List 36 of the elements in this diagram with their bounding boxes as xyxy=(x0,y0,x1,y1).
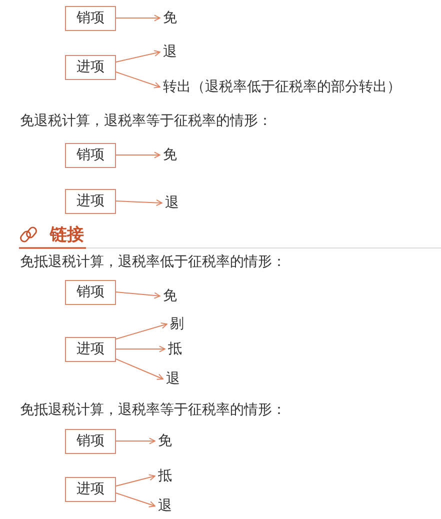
process-box: 进项 xyxy=(65,54,116,80)
arrow xyxy=(116,72,160,88)
arrow xyxy=(116,492,156,508)
process-box: 销项 xyxy=(65,6,116,30)
process-box: 进项 xyxy=(65,188,116,214)
result-text: 退 xyxy=(165,194,179,212)
result-text: 抵 xyxy=(158,467,172,485)
arrow xyxy=(116,292,160,299)
text-line: 免抵退税计算，退税率等于征税率的情形： xyxy=(20,401,286,419)
arrow xyxy=(116,474,156,486)
arrow xyxy=(116,200,162,206)
result-text: 退 xyxy=(158,497,172,515)
arrow xyxy=(116,358,164,380)
process-box: 销项 xyxy=(65,428,116,454)
arrow xyxy=(116,50,160,62)
arrow xyxy=(116,152,160,158)
result-text: 免 xyxy=(163,146,177,164)
result-text: 转出（退税率低于征税率的部分转出） xyxy=(163,78,401,96)
arrow xyxy=(116,438,156,444)
process-box: 销项 xyxy=(65,280,116,304)
result-text: 免 xyxy=(163,287,177,305)
section-heading: 链接 xyxy=(50,226,84,244)
process-box: 进项 xyxy=(65,476,116,502)
arrow xyxy=(116,14,160,22)
arrow xyxy=(116,346,166,352)
arrow xyxy=(116,322,168,340)
text-line: 免抵退税计算，退税率低于征税率的情形： xyxy=(20,253,286,271)
result-text: 剔 xyxy=(170,315,184,333)
text-line: 免退税计算，退税率等于征税率的情形： xyxy=(20,112,272,130)
result-text: 退 xyxy=(163,43,177,61)
result-text: 免 xyxy=(163,9,177,27)
process-box: 进项 xyxy=(65,336,116,362)
result-text: 抵 xyxy=(168,340,182,358)
process-box: 销项 xyxy=(65,142,116,168)
result-text: 退 xyxy=(166,370,180,388)
result-text: 免 xyxy=(158,432,172,450)
